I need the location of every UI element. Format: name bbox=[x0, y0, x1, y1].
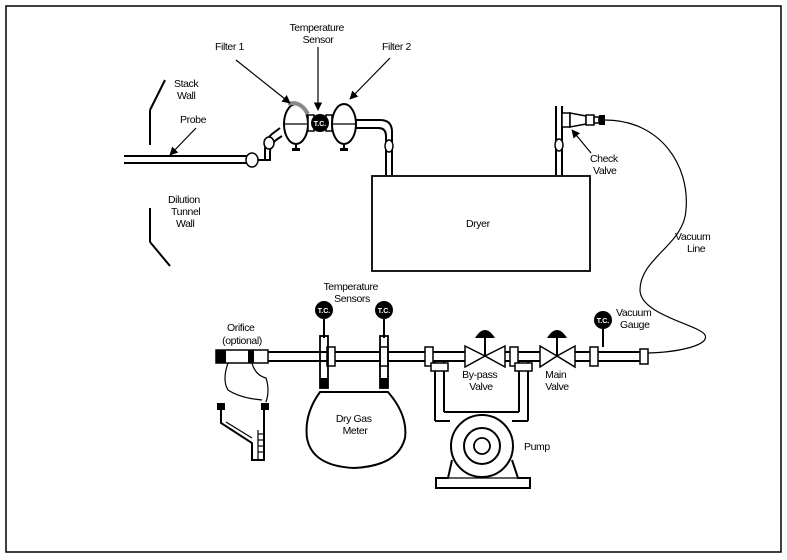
meter-temperature-sensor-out: T.C. bbox=[375, 301, 393, 389]
main-valve-label: Main Valve bbox=[545, 369, 569, 393]
check-valve-label: Check Valve bbox=[590, 153, 620, 177]
dilution-tunnel-wall-label: Dilution Tunnel Wall bbox=[168, 194, 203, 230]
pump bbox=[435, 414, 531, 489]
filter-1-pointer bbox=[235, 59, 291, 104]
probe-pointer bbox=[169, 127, 197, 156]
main-pipe bbox=[268, 346, 649, 367]
probe bbox=[124, 127, 283, 168]
diagram-border bbox=[5, 5, 782, 553]
vacuum-line-label: Vacuum Line bbox=[675, 231, 713, 255]
filter-temperature-sensor: T.C. bbox=[307, 114, 333, 132]
dry-gas-meter bbox=[305, 391, 407, 470]
orifice-label: Orifice (optional) bbox=[222, 322, 262, 347]
pump-piping bbox=[430, 361, 533, 422]
vacuum-gauge: T.C. bbox=[594, 311, 612, 347]
temperature-sensor-label: Temperature Sensor bbox=[289, 22, 346, 46]
manometer bbox=[217, 403, 269, 461]
dryer-label: Dryer bbox=[466, 218, 491, 230]
dryer-box bbox=[371, 175, 591, 272]
check-valve bbox=[554, 106, 605, 175]
check-valve-pointer bbox=[571, 129, 592, 154]
gauge-glyph: T.C. bbox=[314, 121, 327, 128]
temperature-sensors-label: Temperature Sensors bbox=[323, 281, 380, 305]
stack-wall-label: Stack Wall bbox=[174, 78, 201, 102]
filter-1 bbox=[283, 101, 310, 151]
meter-temperature-sensor-in: T.C. bbox=[315, 301, 333, 389]
main-valve bbox=[539, 330, 576, 369]
bypass-valve-label: By-pass Valve bbox=[462, 369, 500, 393]
gauge-glyph: T.C. bbox=[318, 308, 331, 315]
vacuum-line bbox=[604, 119, 707, 354]
vacuum-gauge-label: Vacuum Gauge bbox=[616, 307, 654, 331]
orifice bbox=[215, 349, 269, 403]
filter-to-dryer-pipe bbox=[356, 119, 393, 175]
bypass-valve bbox=[464, 330, 506, 369]
stack-wall bbox=[149, 79, 166, 145]
dilution-tunnel-wall bbox=[149, 208, 171, 267]
probe-label: Probe bbox=[180, 114, 207, 126]
filter-2-label: Filter 2 bbox=[382, 41, 411, 53]
gauge-glyph: T.C. bbox=[597, 318, 610, 325]
pump-label: Pump bbox=[524, 441, 550, 453]
filter-2-pointer bbox=[349, 57, 391, 100]
dry-gas-meter-label: Dry Gas Meter bbox=[336, 413, 374, 437]
gauge-glyph: T.C. bbox=[378, 308, 391, 315]
filter-2 bbox=[331, 103, 357, 151]
filter-1-label: Filter 1 bbox=[215, 41, 244, 53]
